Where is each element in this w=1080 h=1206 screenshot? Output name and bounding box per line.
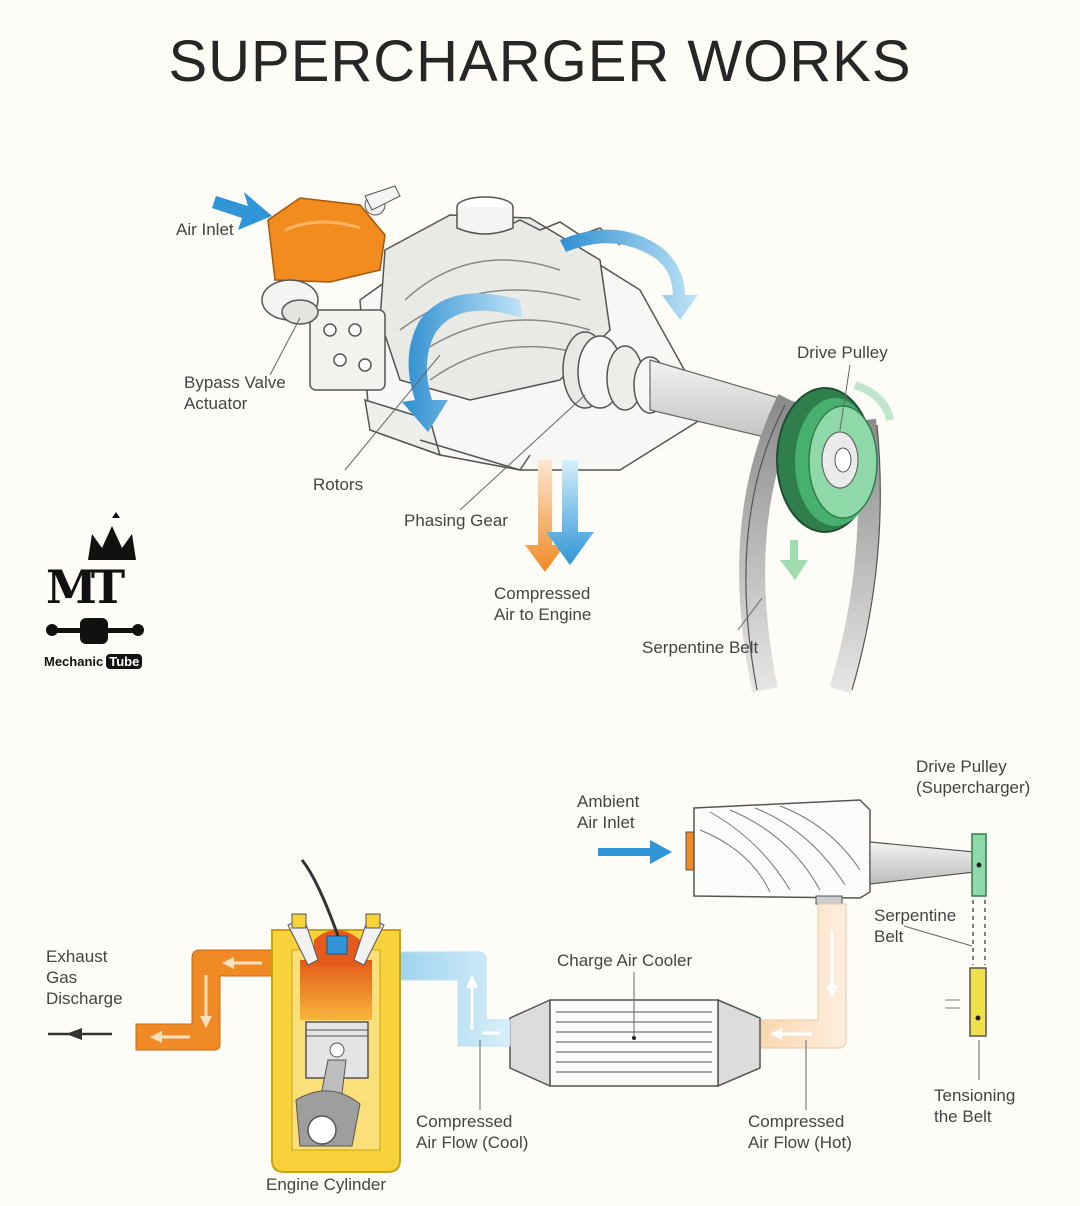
rotor-inner-flow-arrow <box>402 293 522 432</box>
label-charge-air-cooler: Charge Air Cooler <box>557 951 693 970</box>
label-compressed-air-flow-hot: Compressed Air Flow (Hot) <box>748 1112 852 1152</box>
logo-name: Mechanic <box>44 654 104 669</box>
label-compressed-air-flow-cool: Compressed Air Flow (Cool) <box>416 1112 529 1152</box>
supercharger-schematic <box>685 799 987 905</box>
label-ambient-air-inlet: Ambient Air Inlet <box>577 792 640 832</box>
label-compressed-air-to-engine: Compressed Air to Engine <box>494 584 592 624</box>
page-title: SUPERCHARGER WORKS <box>168 29 912 94</box>
serpentine-belt-schematic <box>972 900 986 965</box>
compressed-air-arrows <box>525 460 594 572</box>
label-drive-pulley-supercharger: Drive Pulley (Supercharger) <box>916 757 1031 797</box>
drive-pulley <box>776 381 894 580</box>
label-serpentine-belt: Serpentine Belt <box>642 638 759 657</box>
label-bypass-valve-actuator: Bypass Valve Actuator <box>184 373 286 413</box>
logo-wrench-fist-icon <box>46 618 144 644</box>
logo-mark: MT <box>46 560 125 614</box>
hot-air-pipe <box>759 903 847 1049</box>
ambient-inlet-arrow <box>598 840 672 864</box>
label-phasing-gear: Phasing Gear <box>404 511 508 530</box>
phasing-gear <box>562 331 667 414</box>
bypass-valve-actuator <box>261 279 319 325</box>
exhaust-pipe <box>48 949 273 1051</box>
label-exhaust-gas-discharge: Exhaust Gas Discharge <box>46 947 123 1008</box>
charge-air-cooler <box>509 998 761 1088</box>
air-inlet-arrow <box>212 192 272 230</box>
rotor-flow-arrow <box>560 229 698 320</box>
label-drive-pulley: Drive Pulley <box>797 343 888 362</box>
logo-badge: Tube <box>106 654 143 669</box>
label-tensioning-the-belt: Tensioning the Belt <box>934 1086 1016 1126</box>
label-rotors: Rotors <box>313 475 364 494</box>
bypass-valve-housing <box>267 185 401 283</box>
cool-air-pipe <box>399 951 511 1047</box>
tensioner-schematic <box>945 967 987 1037</box>
label-air-inlet: Air Inlet <box>176 220 234 239</box>
label-engine-cylinder: Engine Cylinder <box>266 1175 387 1194</box>
logo-crown-icon <box>88 512 136 560</box>
top-leader-lines <box>269 317 851 631</box>
label-serpentine-belt-schematic: Serpentine Belt <box>874 906 957 946</box>
engine-cylinder <box>271 859 401 1173</box>
bottom-leader-lines <box>479 925 980 1110</box>
